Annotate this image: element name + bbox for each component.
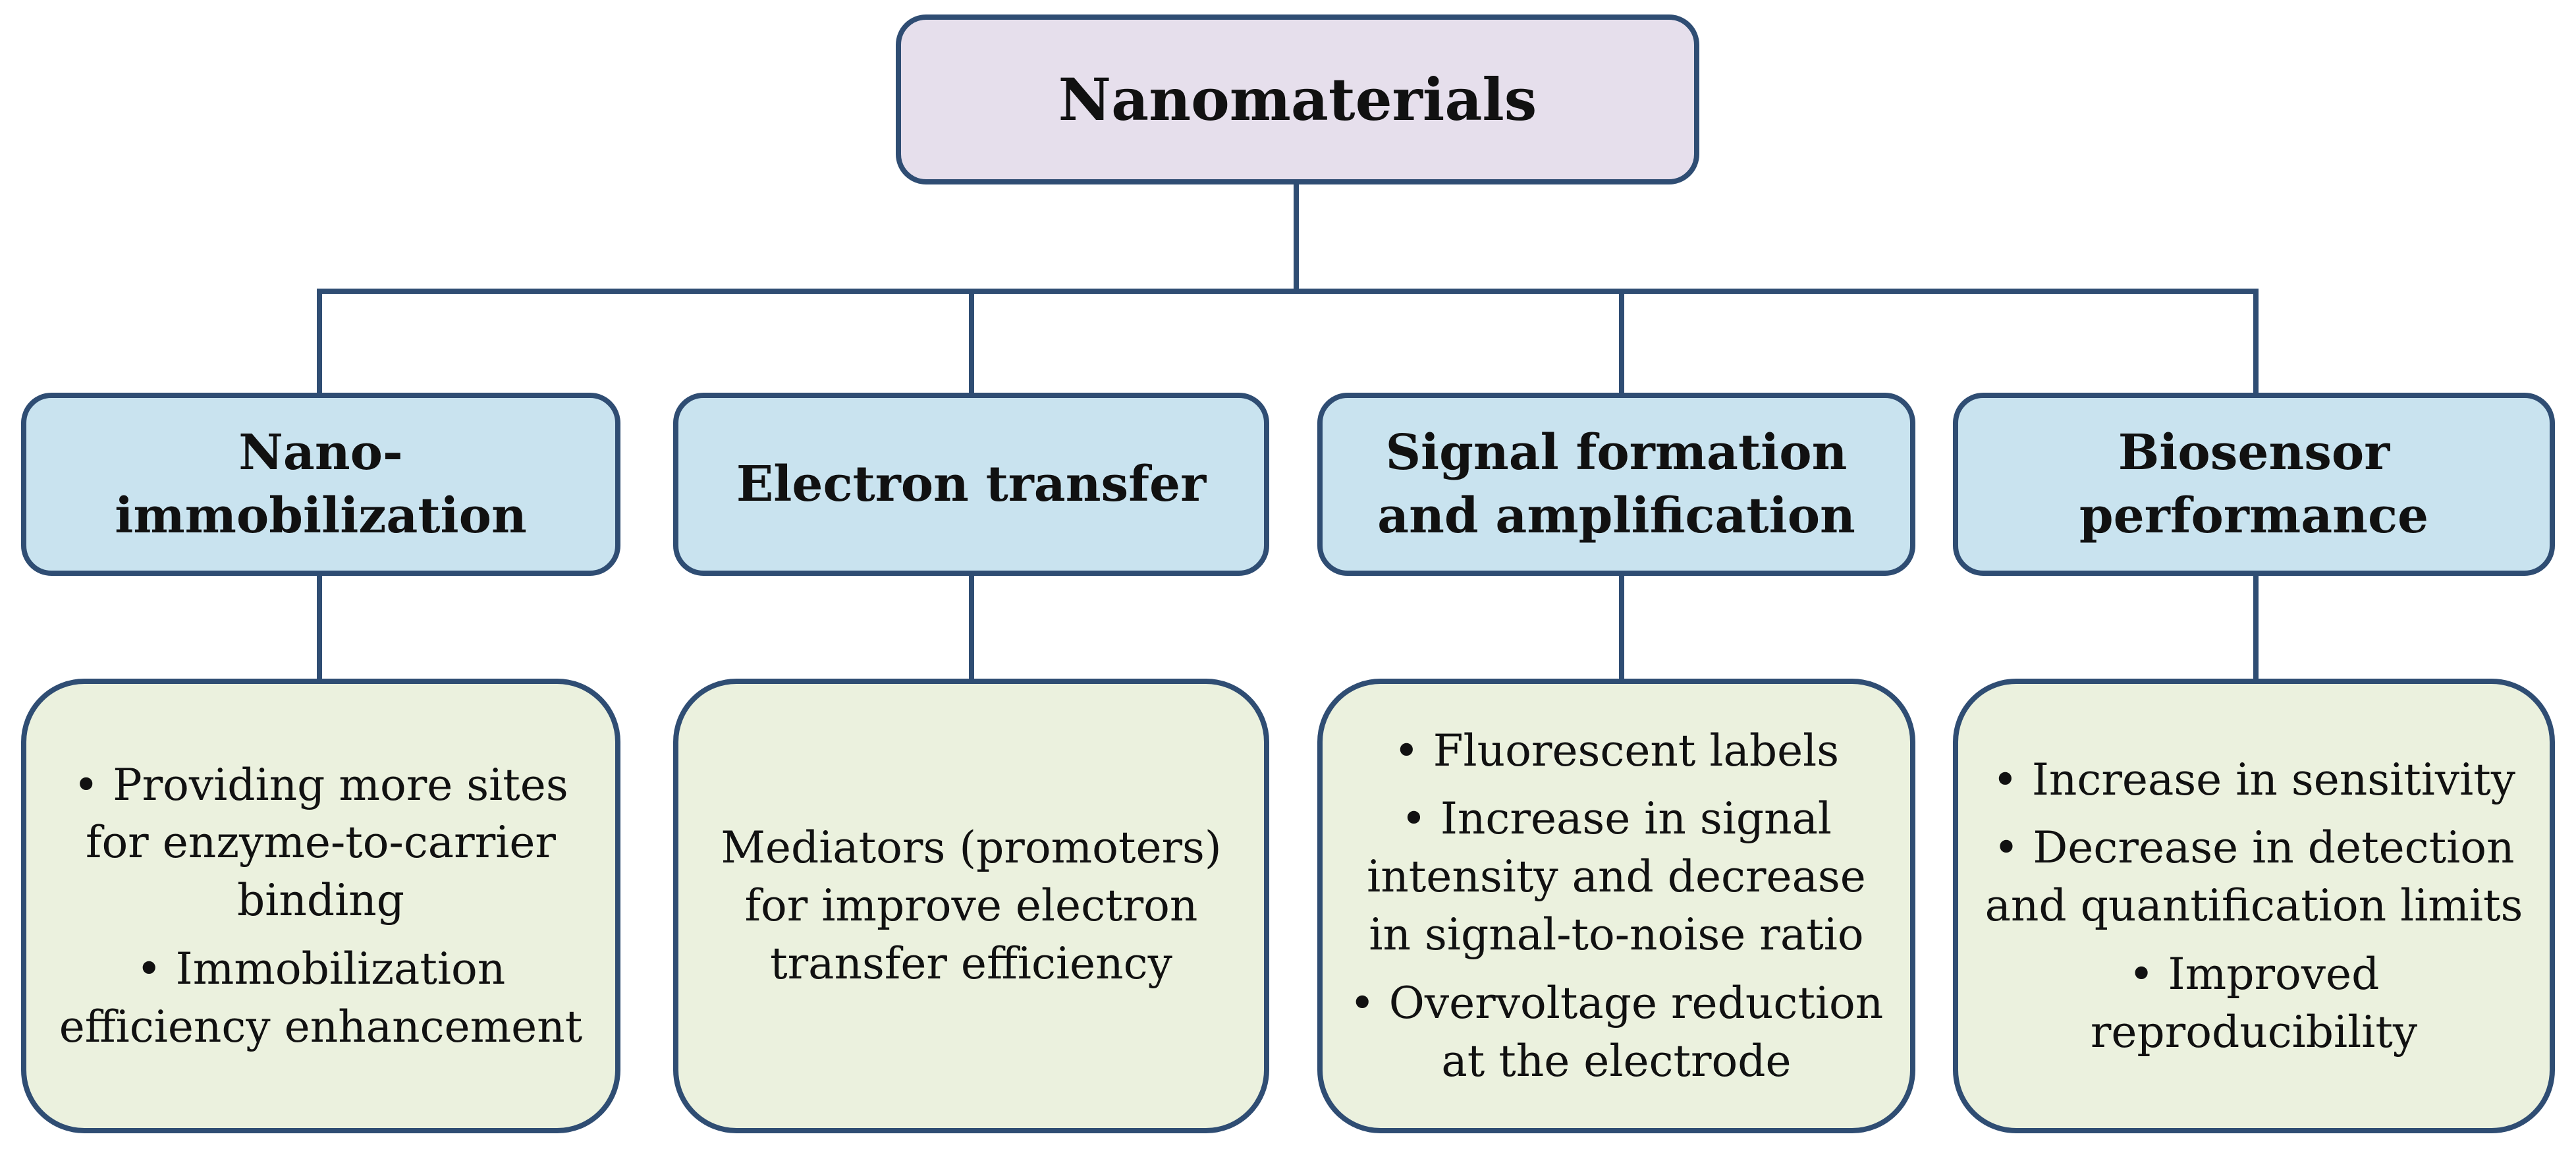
category-title: Electron transfer: [736, 455, 1207, 513]
category-title: Biosensor performance: [2079, 424, 2429, 544]
detail-item: • Increase in signal intensity and decre…: [1367, 793, 1866, 960]
detail-item: • Overvoltage reduction at the electrode: [1349, 977, 1884, 1086]
root-node-nanomaterials: Nanomaterials: [896, 14, 1699, 184]
detail-item: • Providing more sites for enzyme-to-car…: [73, 759, 568, 926]
detail-node-electron-transfer: Mediators (promoters) for improve electr…: [673, 679, 1269, 1133]
detail-item: • Immobilization efficiency enhancement: [59, 943, 583, 1052]
category-title: Signal formation and amplification: [1377, 424, 1855, 544]
detail-item: Mediators (promoters) for improve electr…: [721, 822, 1222, 989]
category-node-signal-formation: Signal formation and amplification: [1317, 393, 1915, 576]
detail-item: • Increase in sensitivity: [1992, 754, 2516, 805]
category-node-biosensor-performance: Biosensor performance: [1953, 393, 2555, 576]
category-node-electron-transfer: Electron transfer: [673, 393, 1269, 576]
detail-item: • Decrease in detection and quantificati…: [1985, 822, 2523, 932]
detail-node-signal-formation: • Fluorescent labels • Increase in signa…: [1317, 679, 1915, 1133]
detail-item: • Fluorescent labels: [1393, 725, 1840, 776]
category-title: Nano-immobilization: [115, 424, 527, 544]
category-node-nano-immobilization: Nano-immobilization: [21, 393, 620, 576]
detail-node-biosensor-performance: • Increase in sensitivity • Decrease in …: [1953, 679, 2555, 1133]
detail-item: • Improved reproducibility: [2090, 948, 2418, 1058]
root-title: Nanomaterials: [1058, 65, 1537, 134]
detail-node-nano-immobilization: • Providing more sites for enzyme-to-car…: [21, 679, 620, 1133]
